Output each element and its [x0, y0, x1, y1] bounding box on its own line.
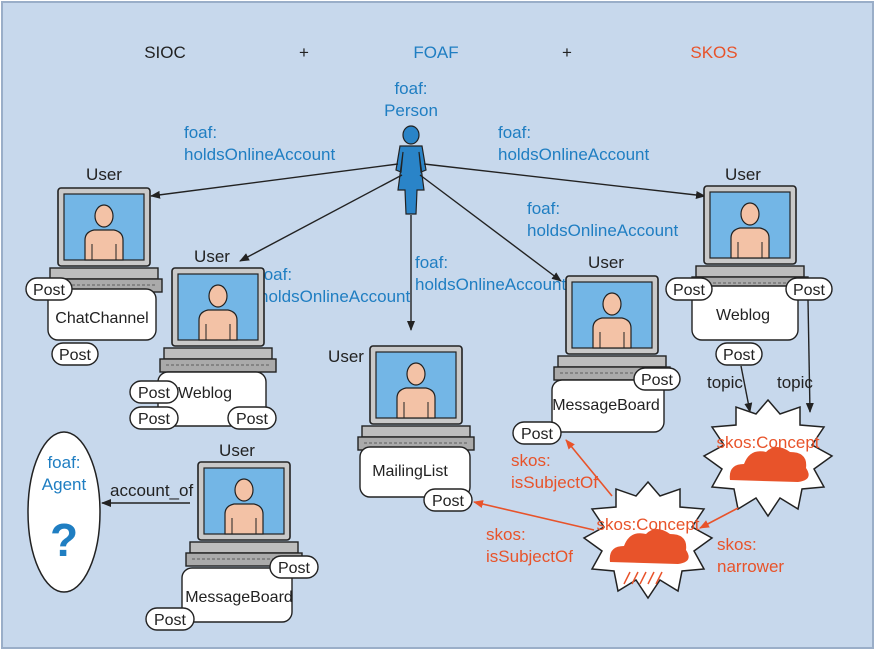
holds-label-1a: foaf: — [184, 123, 217, 142]
plus-sign: + — [299, 43, 309, 62]
sioc-header: SIOC — [144, 43, 186, 62]
holds-label-3b: holdsOnlineAccount — [527, 221, 678, 240]
topic-arrow — [740, 365, 753, 413]
computer-icon — [691, 185, 809, 291]
post-pill — [51, 342, 99, 366]
post-label: Post — [33, 282, 66, 299]
post-pill — [145, 607, 195, 631]
post-label: Post — [278, 560, 311, 577]
topic-arrow — [805, 299, 814, 413]
post-pill — [269, 555, 319, 579]
holds-label-2b: holdsOnlineAccount — [498, 145, 649, 164]
agent-label-line2: Agent — [42, 475, 87, 494]
post-pill — [129, 406, 179, 430]
is-subject-of-label-2a: skos: — [486, 525, 526, 544]
post-label: Post — [138, 411, 171, 428]
computer-icon — [45, 187, 163, 293]
computer-icon — [553, 275, 671, 381]
computer-icon — [185, 461, 303, 567]
is-subject-of-label-1a: skos: — [511, 451, 551, 470]
narrower-label-b: narrower — [717, 557, 784, 576]
holds-label-4b: holdsOnlineAccount — [259, 287, 410, 306]
holds-label-4a: foaf: — [259, 265, 292, 284]
user-label: User — [219, 441, 255, 460]
message-board-label: MessageBoard — [185, 589, 293, 606]
topic-label: topic — [707, 373, 743, 392]
post-label: Post — [138, 385, 171, 402]
post-label: Post — [723, 347, 756, 364]
hold-arrows — [150, 163, 706, 331]
post-label: Post — [154, 612, 187, 629]
message-board-box — [181, 567, 293, 623]
is-subject-of-arrow — [473, 500, 595, 531]
user-label: User — [86, 165, 122, 184]
person-label-line1: foaf: — [394, 79, 427, 98]
is-subject-of-label-2b: isSubjectOf — [486, 547, 573, 566]
mailing-list-box — [359, 446, 471, 498]
plus-sign: + — [562, 43, 572, 62]
post-pill — [785, 277, 833, 301]
chat-channel-box — [47, 288, 157, 341]
narrower-label-a: skos: — [717, 535, 757, 554]
post-label: Post — [59, 347, 92, 364]
post-label: Post — [236, 411, 269, 428]
computer-icon — [159, 267, 277, 373]
holds-label-1b: holdsOnlineAccount — [184, 145, 335, 164]
post-pill — [512, 421, 562, 445]
holds-label-2a: foaf: — [498, 123, 531, 142]
post-label: Post — [793, 282, 826, 299]
post-label: Post — [641, 372, 674, 389]
user-label: User — [725, 165, 761, 184]
post-pill — [227, 406, 277, 430]
person-icon — [395, 125, 427, 215]
holds-label-5b: holdsOnlineAccount — [415, 275, 566, 294]
mailing-list-label: MailingList — [372, 463, 448, 480]
post-label: Post — [673, 282, 706, 299]
chat-channel-label: ChatChannel — [55, 310, 148, 327]
post-label: Post — [432, 493, 465, 510]
post-pill — [423, 488, 473, 512]
is-subject-of-arrow — [565, 439, 613, 497]
account-of-label: account_of — [110, 481, 193, 500]
topic-label: topic — [777, 373, 813, 392]
post-pill — [129, 380, 179, 404]
post-pill — [633, 367, 681, 391]
post-pill — [25, 277, 73, 301]
user-label: User — [588, 253, 624, 272]
concept-label: skos:Concept — [597, 515, 700, 534]
concept-label: skos:Concept — [717, 433, 820, 452]
post-pill — [665, 277, 713, 301]
holds-label-5a: foaf: — [415, 253, 448, 272]
narrower-arrow — [699, 507, 739, 529]
message-board-box — [551, 379, 665, 433]
weblog-box — [691, 285, 799, 341]
user-label: User — [328, 347, 364, 366]
holds-label-3a: foaf: — [527, 199, 560, 218]
computer-icon — [357, 345, 475, 451]
agent-label-line1: foaf: — [47, 453, 80, 472]
post-label: Post — [521, 426, 554, 443]
post-pill — [715, 342, 763, 366]
agent-ellipse — [27, 431, 101, 593]
weblog-label: Weblog — [178, 385, 232, 402]
message-board-label: MessageBoard — [552, 397, 660, 414]
user-label: User — [194, 247, 230, 266]
unknown-mark: ? — [50, 514, 78, 566]
is-subject-of-label-1b: isSubjectOf — [511, 473, 598, 492]
weblog-label: Weblog — [716, 307, 770, 324]
concept-burst-icon — [583, 481, 713, 599]
foaf-header: FOAF — [413, 43, 458, 62]
person-label-line2: Person — [384, 101, 438, 120]
skos-header: SKOS — [690, 43, 737, 62]
